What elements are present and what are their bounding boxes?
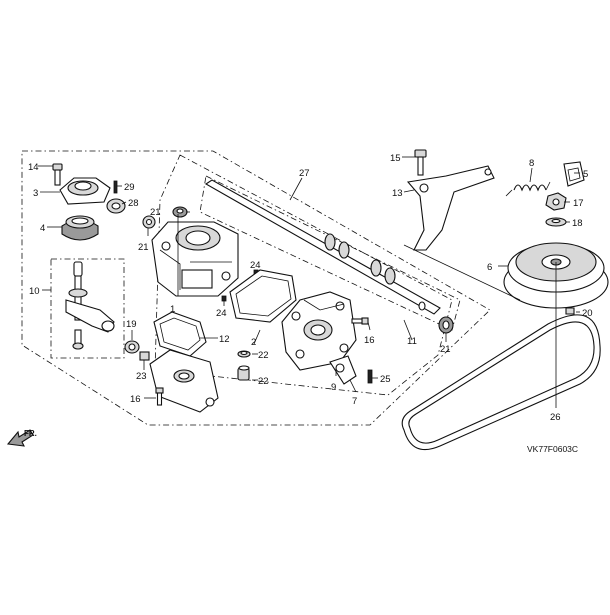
callout-24-left: 24 bbox=[216, 308, 227, 319]
washer-part-22-bottom bbox=[237, 365, 250, 381]
pin-part-25 bbox=[367, 369, 373, 384]
callout-22-top: 22 bbox=[258, 350, 269, 361]
callout-23: 23 bbox=[136, 371, 147, 382]
diagram-code: VK77F0603C bbox=[527, 444, 578, 454]
callout-15: 15 bbox=[390, 153, 401, 164]
callout-7: 7 bbox=[352, 396, 357, 407]
gearcase-boundary bbox=[154, 154, 453, 396]
cover-part-3 bbox=[59, 177, 111, 205]
callout-21-left: 21 bbox=[138, 242, 149, 253]
assembly-boundary bbox=[21, 150, 491, 426]
callout-21-top: 21 bbox=[150, 207, 161, 218]
callout-21-right: 21 bbox=[440, 344, 451, 355]
callout-8: 8 bbox=[529, 158, 534, 169]
bracket-part-13 bbox=[406, 165, 495, 251]
callout-9: 9 bbox=[331, 382, 336, 393]
knuckle-group-box bbox=[50, 258, 125, 359]
callout-20: 20 bbox=[582, 308, 593, 319]
callout-18: 18 bbox=[572, 218, 583, 229]
front-arrow-icon bbox=[6, 429, 34, 447]
seal-part-28 bbox=[106, 198, 126, 214]
bolt-part-14 bbox=[52, 163, 63, 186]
gasket-part-2 bbox=[229, 269, 297, 323]
callout-12: 12 bbox=[219, 334, 230, 345]
bolt-part-16-right bbox=[351, 317, 369, 325]
axle-part-27 bbox=[204, 179, 441, 315]
callout-2: 2 bbox=[251, 337, 256, 348]
callout-27: 27 bbox=[299, 168, 310, 179]
callout-17: 17 bbox=[573, 198, 584, 209]
callout-25: 25 bbox=[380, 374, 391, 385]
washer-part-19-hole bbox=[128, 343, 136, 351]
housing-part-1 bbox=[151, 221, 239, 297]
front-marker: FR. bbox=[24, 429, 37, 438]
callout-11: 11 bbox=[407, 336, 417, 347]
callout-3: 3 bbox=[33, 188, 38, 199]
callout-16-right: 16 bbox=[364, 335, 375, 346]
callout-29: 29 bbox=[124, 182, 135, 193]
callout-22-bottom: 22 bbox=[258, 376, 269, 387]
callout-14: 14 bbox=[28, 162, 39, 173]
belt-part-26 bbox=[401, 314, 601, 451]
case-part-9 bbox=[281, 291, 357, 371]
callout-13: 13 bbox=[392, 188, 403, 199]
callout-6: 6 bbox=[487, 262, 492, 273]
callout-16-left: 16 bbox=[130, 394, 141, 405]
pin-part-29 bbox=[113, 180, 118, 194]
clip-part-5 bbox=[563, 161, 585, 187]
knuckle-part-10 bbox=[65, 261, 115, 350]
callout-26: 26 bbox=[550, 412, 561, 423]
callout-5: 5 bbox=[583, 169, 588, 180]
callout-19: 19 bbox=[126, 319, 137, 330]
callout-10: 10 bbox=[29, 286, 40, 297]
callout-24-top: 24 bbox=[250, 260, 261, 271]
bolt-part-15 bbox=[414, 149, 427, 176]
callout-1: 1 bbox=[170, 304, 175, 315]
leader-lines bbox=[38, 156, 580, 408]
nut-part-23 bbox=[139, 351, 150, 361]
bolt-part-16-left bbox=[155, 387, 164, 394]
key-part-20 bbox=[565, 307, 575, 315]
washer-part-22-top bbox=[237, 350, 251, 358]
gasket-part-12 bbox=[153, 311, 207, 357]
bushing-part-4 bbox=[61, 215, 99, 241]
spring-part-8 bbox=[513, 184, 547, 192]
callout-28: 28 bbox=[128, 198, 139, 209]
callout-4: 4 bbox=[40, 223, 45, 234]
